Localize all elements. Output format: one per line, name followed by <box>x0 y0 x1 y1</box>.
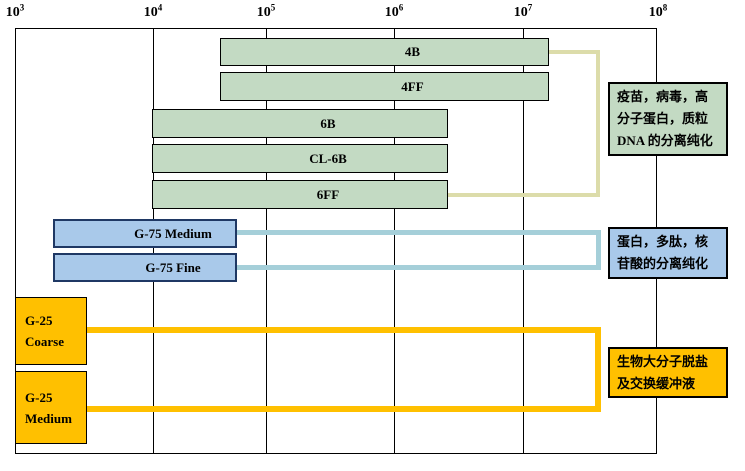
tick-base: 10 <box>513 5 528 20</box>
yellow-connector-bottom <box>87 406 601 412</box>
note-line: 及交换缓冲液 <box>617 375 696 391</box>
bar-g75-fine: G-75 Fine <box>53 253 237 282</box>
bar-g25-coarse: G-25 Coarse <box>15 297 87 365</box>
green-connector-bottom <box>448 193 600 197</box>
note-line: 蛋白，多肽，核 <box>617 234 709 249</box>
bar-label-line2: Coarse <box>25 334 64 349</box>
bar-label: 4B <box>404 44 421 59</box>
bar-label: 6B <box>320 115 336 131</box>
bar-label-line1: G-25 <box>25 389 53 405</box>
bar-cl-6b: CL-6B <box>152 144 448 173</box>
tick-exponent: 3 <box>19 2 25 13</box>
note-line: 疫苗，病毒，高 <box>617 89 709 104</box>
bar-4b: 4B <box>220 38 549 66</box>
axis-tick-1e3: 103 <box>5 2 25 21</box>
tick-base: 10 <box>384 5 399 20</box>
bar-6ff: 6FF <box>152 180 448 209</box>
bar-label-line1: G-25 <box>25 313 53 328</box>
tick-exponent: 8 <box>662 2 668 13</box>
note-line: DNA 的分离纯化 <box>617 133 713 148</box>
tick-exponent: 4 <box>157 2 163 13</box>
gridline-1e7 <box>523 28 524 454</box>
blue-connector-top <box>237 230 601 235</box>
note-blue-group: 蛋白，多肽，核 苷酸的分离纯化 <box>608 227 728 279</box>
yellow-connector-vertical <box>595 327 601 412</box>
yellow-connector-top <box>87 327 601 333</box>
note-green-group: 疫苗，病毒，高 分子蛋白，质粒 DNA 的分离纯化 <box>608 82 728 156</box>
axis-tick-1e8: 108 <box>648 2 668 21</box>
axis-tick-1e5: 105 <box>256 2 276 21</box>
blue-connector-bottom <box>237 265 601 270</box>
bar-label: G-75 Fine <box>145 259 201 275</box>
green-connector-top <box>549 50 600 54</box>
note-yellow-group: 生物大分子脱盐 及交换缓冲液 <box>608 347 728 398</box>
bar-6b: 6B <box>152 109 448 138</box>
tick-exponent: 6 <box>398 2 404 13</box>
note-line: 生物大分子脱盐 <box>617 353 709 369</box>
bar-label: 6FF <box>316 186 340 202</box>
bar-4ff: 4FF <box>220 72 549 101</box>
blue-connector-vertical <box>596 230 601 270</box>
axis-tick-1e4: 104 <box>143 2 163 21</box>
bar-label: 4FF <box>401 78 424 94</box>
tick-base: 10 <box>256 5 271 20</box>
bar-label: CL-6B <box>309 150 347 166</box>
bar-label: G-75 Medium <box>134 225 212 241</box>
bar-g75-medium: G-75 Medium <box>53 219 237 248</box>
axis-tick-1e6: 106 <box>384 2 404 21</box>
gridline-1e6 <box>394 28 395 454</box>
tick-base: 10 <box>5 5 20 20</box>
tick-base: 10 <box>143 5 158 20</box>
tick-exponent: 5 <box>270 2 276 13</box>
gridline-1e5 <box>266 28 267 454</box>
tick-exponent: 7 <box>527 2 533 13</box>
green-connector-vertical <box>596 50 600 197</box>
bar-g25-medium: G-25 Medium <box>15 371 87 444</box>
note-line: 苷酸的分离纯化 <box>617 256 709 271</box>
bar-label-line2: Medium <box>25 410 72 426</box>
note-line: 分子蛋白，质粒 <box>617 111 709 126</box>
tick-base: 10 <box>648 5 663 20</box>
axis-tick-1e7: 107 <box>513 2 533 21</box>
